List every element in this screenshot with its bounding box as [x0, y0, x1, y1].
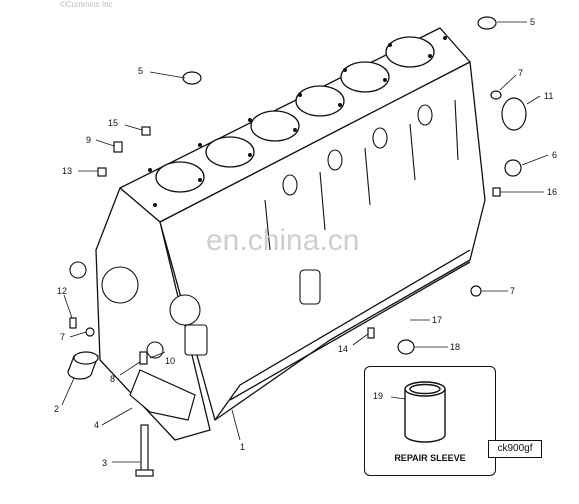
callout-label: 12	[57, 286, 67, 296]
callout-label: 2	[54, 404, 59, 414]
seal-ring	[504, 159, 522, 177]
front-face-details	[69, 261, 208, 359]
dowel-pin	[69, 317, 77, 329]
callout-label: 10	[165, 356, 175, 366]
callout-label: 11	[544, 91, 553, 101]
callout-label: 1	[240, 442, 245, 452]
cylinder-bore	[205, 136, 255, 168]
cylinder-bores	[155, 36, 435, 193]
callout-label: 7	[60, 332, 65, 342]
callout-labels: 5 5 7 11 15 9 6 13 16 12 7 7 17 10 14 18…	[54, 17, 557, 468]
callout-label: 3	[102, 458, 107, 468]
callout-label: 18	[450, 342, 460, 352]
cylinder-bore	[250, 110, 300, 142]
repair-sleeve-drawing: 19	[373, 381, 446, 443]
block-side-details	[264, 99, 459, 305]
cap-bolt	[140, 424, 149, 476]
drawing-code: ck900gf	[488, 440, 542, 458]
cylinder-bore	[295, 85, 345, 117]
dowel	[367, 327, 375, 339]
callout-label: 7	[518, 68, 523, 78]
callout-label: 14	[338, 344, 348, 354]
callout-label: 7	[510, 286, 515, 296]
callout-label: 13	[62, 166, 72, 176]
callout-label: 6	[552, 150, 557, 160]
cover-plate	[501, 97, 527, 131]
o-ring	[470, 285, 482, 297]
callout-label: 17	[432, 315, 442, 325]
callout-label: 4	[94, 420, 99, 430]
o-ring	[85, 327, 95, 337]
bolt-holes	[148, 36, 447, 207]
cylinder-bore	[155, 161, 205, 193]
leader-lines	[61, 21, 549, 463]
cylinder-bore	[385, 36, 435, 68]
repair-sleeve-inset: 19 REPAIR SLEEVE	[364, 366, 496, 476]
pipe-plug	[141, 126, 151, 136]
repair-sleeve-caption: REPAIR SLEEVE	[394, 453, 466, 463]
pipe-plug	[492, 187, 501, 197]
expansion-plug	[490, 90, 502, 100]
callout-label: 15	[108, 118, 118, 128]
copyright-notice: ©Cummins Inc	[60, 0, 113, 9]
callout-label: 8	[110, 374, 115, 384]
main-bearing-cap	[129, 369, 196, 421]
pipe-plug	[113, 141, 123, 153]
callout-label: 5	[530, 17, 535, 27]
watermark-text: en.china.cn	[206, 224, 360, 257]
inset-callout-label: 19	[373, 391, 383, 401]
expansion-plug	[182, 71, 202, 85]
dowel	[139, 351, 148, 365]
callout-label: 9	[86, 135, 91, 145]
cylinder-bore	[340, 61, 390, 93]
pipe-plug	[97, 167, 107, 177]
callout-label: 16	[547, 187, 557, 197]
expansion-plug	[477, 16, 497, 30]
seal	[397, 339, 415, 355]
callout-label: 5	[138, 66, 143, 76]
loose-parts	[67, 16, 527, 477]
